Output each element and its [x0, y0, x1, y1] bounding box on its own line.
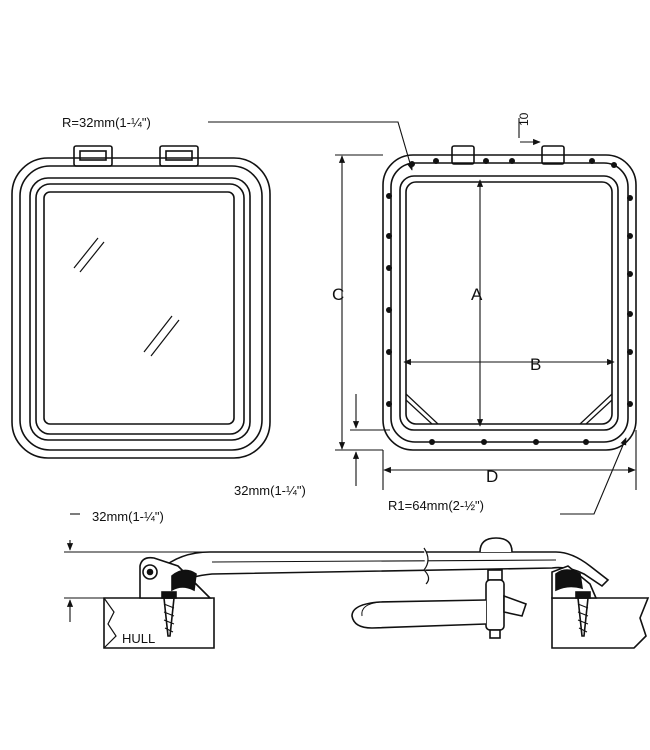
frame-hinge-right — [541, 145, 565, 165]
screw-right-icon — [575, 591, 591, 637]
hinge-right — [159, 145, 199, 167]
hatch-outer-frame — [11, 157, 271, 459]
hull-right — [551, 597, 650, 649]
dim-a-label: A — [471, 285, 483, 304]
hull-left — [103, 597, 215, 649]
hinge-offset-label: 10 — [517, 112, 531, 126]
frame-opening-inner — [405, 181, 613, 425]
latch-handle-icon — [351, 537, 528, 639]
outer-radius-label: R1=64mm(2-½") — [388, 498, 484, 513]
hatch-lid-inner — [35, 183, 245, 435]
screw-left-icon — [161, 591, 177, 637]
frame-hinge-left — [451, 145, 475, 165]
frame-dimension-view — [382, 145, 637, 451]
hinge-pin-icon — [142, 564, 158, 580]
bottom-offset-label: 32mm(1-¼") — [234, 483, 306, 498]
hinge-left — [73, 145, 113, 167]
section-lid — [158, 551, 610, 588]
dim-b-label: B — [530, 355, 541, 374]
frame-inner-line — [390, 162, 629, 443]
cross-section-view — [64, 513, 650, 649]
dim-d-label: D — [486, 467, 498, 486]
corner-gussets — [405, 393, 613, 425]
hatch-lid-outer — [29, 177, 251, 441]
outer-radius-leader — [560, 437, 627, 515]
hatch-front-view — [11, 145, 271, 459]
hatch-frame-inner-line — [19, 165, 263, 451]
hatch-glass — [43, 191, 235, 425]
section-height-label: 32mm(1-¼") — [92, 509, 164, 524]
frame-outer — [382, 154, 637, 451]
frame-screw-holes — [386, 158, 633, 445]
frame-opening — [399, 175, 619, 431]
hull-label: HULL — [122, 631, 155, 646]
corner-radius-leader — [208, 121, 414, 171]
dimension-lines — [208, 118, 637, 515]
glass-glare-marks — [73, 237, 180, 357]
dim-c-label: C — [332, 285, 344, 304]
corner-radius-label: R=32mm(1-¼") — [62, 115, 151, 130]
